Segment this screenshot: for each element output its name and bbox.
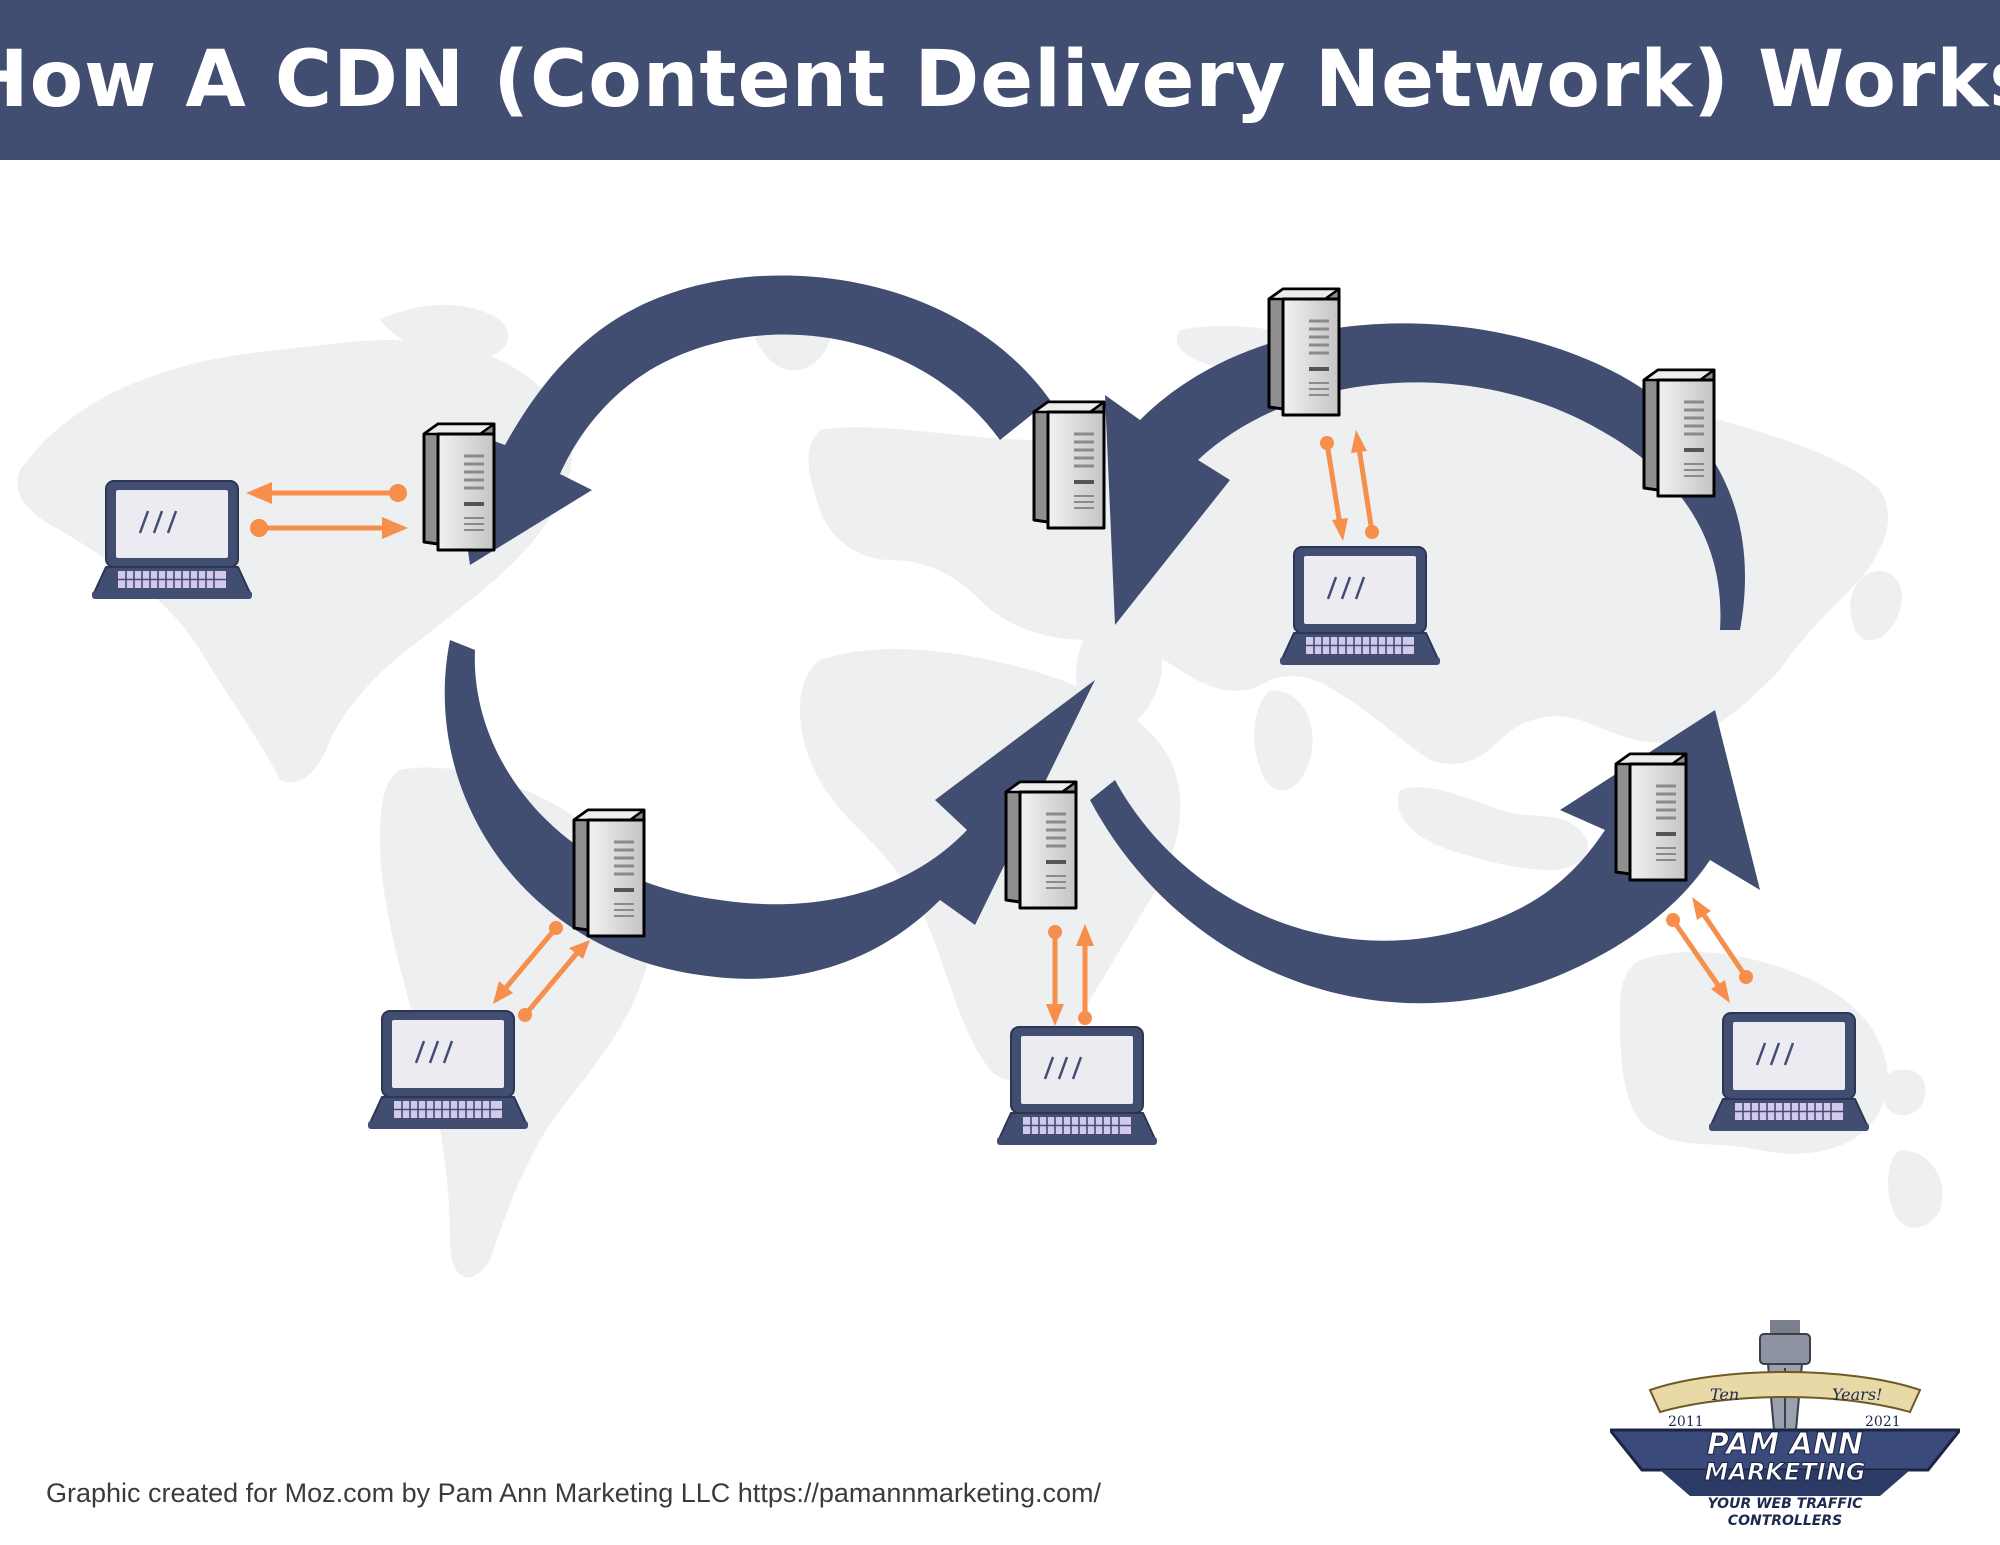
server-tower-icon	[1032, 400, 1106, 530]
connection-laptop-server-4	[1046, 924, 1094, 1026]
logo-name-line2: MARKETING	[1704, 1458, 1865, 1486]
cdn-diagram	[17, 275, 1943, 1278]
page-title: How A CDN (Content Delivery Network) Wor…	[0, 35, 2000, 125]
connection-laptop-server-2	[1320, 430, 1379, 541]
server-tower-icon	[422, 422, 496, 552]
server-tower-icon	[1642, 368, 1716, 498]
logo-name-line1: PAM ANN	[1707, 1427, 1863, 1462]
logo-year-end: 2021	[1865, 1414, 1901, 1430]
server-tower-icon	[1004, 780, 1078, 910]
loop-arrow-upper-right	[1105, 323, 1745, 630]
logo-years: Years!	[1832, 1385, 1882, 1404]
logo-ten: Ten	[1710, 1385, 1739, 1404]
laptop-icon	[90, 479, 254, 601]
connection-laptop-server-1	[246, 482, 408, 539]
connection-arrows	[246, 430, 1753, 1026]
logo-tagline-line2: CONTROLLERS	[1728, 1513, 1842, 1529]
logo-year-start: 2011	[1668, 1414, 1704, 1430]
server-tower-icon	[572, 808, 646, 938]
laptop-icon	[995, 1025, 1159, 1147]
server-tower-icon	[1614, 752, 1688, 882]
laptop-icon	[366, 1009, 530, 1131]
title-bar: How A CDN (Content Delivery Network) Wor…	[0, 0, 2000, 160]
laptop-icon	[1278, 545, 1442, 667]
connection-laptop-server-3	[493, 921, 590, 1022]
pam-ann-marketing-logo: Ten Years! 2011 2021 PAM ANN MARKETING Y…	[1610, 1320, 1960, 1529]
loop-arrow-lower-right	[1090, 710, 1760, 1004]
logo-tagline-line1: YOUR WEB TRAFFIC	[1708, 1496, 1864, 1512]
loop-arrow-upper-left	[450, 275, 1050, 565]
server-tower-icon	[1267, 287, 1341, 417]
credit-text: Graphic created for Moz.com by Pam Ann M…	[46, 1478, 1101, 1508]
connection-laptop-server-5	[1666, 897, 1753, 1003]
laptop-icon	[1707, 1011, 1871, 1133]
